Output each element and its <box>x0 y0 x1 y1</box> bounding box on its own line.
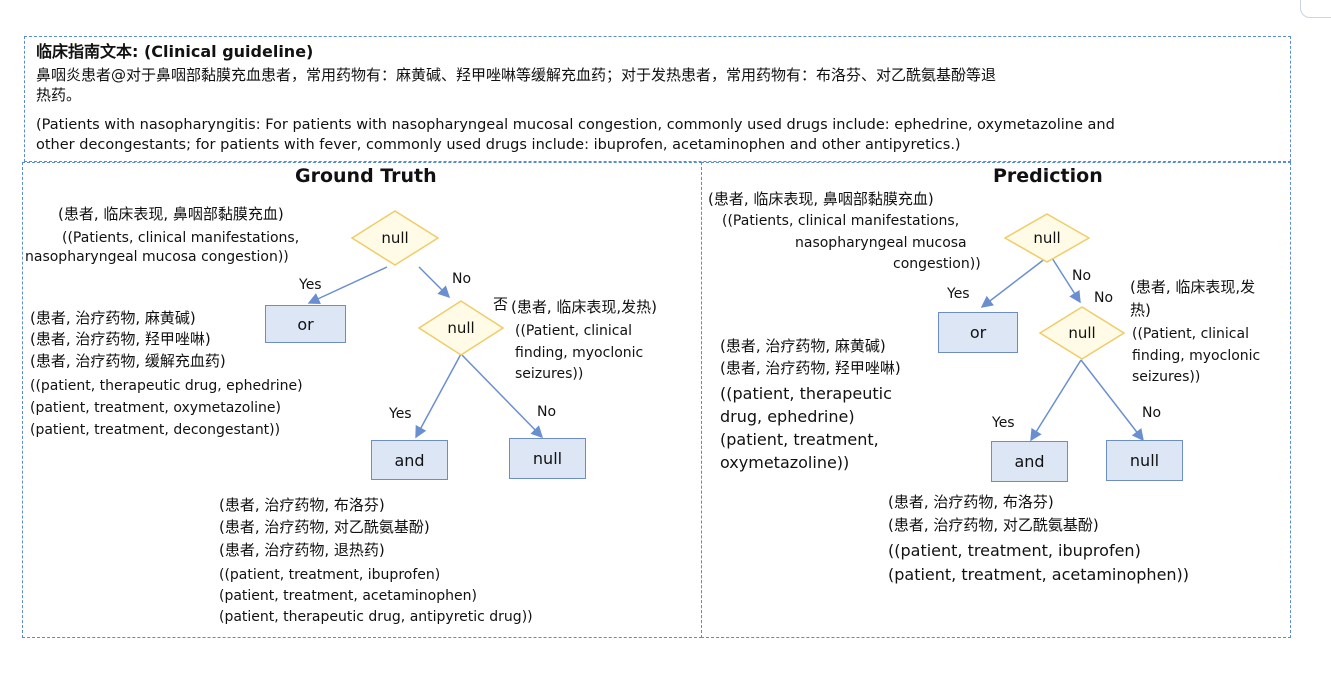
pr-or-box: or <box>938 312 1018 353</box>
gt-no2-label: No <box>537 404 557 420</box>
gt-root-node-label: null <box>381 229 409 247</box>
gt-or-label: or <box>297 314 314 334</box>
gt-root-en1: ((Patients, clinical manifestations, <box>62 230 300 246</box>
pr-yes1-label: Yes <box>947 286 970 302</box>
pr-or-zh2: (患者, 治疗药物, 羟甲唑啉) <box>720 359 901 377</box>
pr-null2-zh1: (患者, 临床表现,发 <box>1130 278 1256 296</box>
pr-and-en2: (patient, treatment, acetaminophen)) <box>888 565 1190 584</box>
pr-or-en3: (patient, treatment, <box>720 430 879 449</box>
gt-or-en1: ((patient, therapeutic drug, ephedrine) <box>30 378 303 394</box>
pr-and-zh2: (患者, 治疗药物, 对乙酰氨基酚) <box>888 516 1099 534</box>
pr-null2-zh2: 热) <box>1130 301 1151 319</box>
pr-and-zh1: (患者, 治疗药物, 布洛芬) <box>888 493 1054 511</box>
corner-icon[interactable] <box>1300 0 1331 18</box>
gt-or-zh2: (患者, 治疗药物, 羟甲唑啉) <box>30 330 211 348</box>
gt-null3-box: null <box>509 438 586 479</box>
gt-and-label: and <box>394 450 425 470</box>
gt-yes1-label: Yes <box>299 277 322 293</box>
pr-yes2-arrow <box>1030 359 1082 442</box>
gt-null2-node-label: null <box>447 319 475 337</box>
guideline-zh-line2: 热药。 <box>36 86 82 104</box>
pr-null3-box: null <box>1106 440 1183 481</box>
prediction-panel <box>701 162 1291 638</box>
gt-null2-diamond: null <box>418 300 504 356</box>
pr-null2-diamond: null <box>1039 306 1125 360</box>
gt-root-en2: nasopharyngeal mucosa congestion)) <box>25 249 289 265</box>
pr-or-label: or <box>969 323 987 342</box>
pr-or-en4: oxymetazoline)) <box>720 453 850 472</box>
pr-no1a-label: No <box>1072 268 1092 284</box>
gt-yes2-arrow <box>415 353 462 439</box>
pr-null3-label: null <box>1129 451 1160 470</box>
gt-and-box: and <box>371 440 448 480</box>
gt-null2-zh: (患者, 临床表现,发热) <box>511 298 658 316</box>
pr-and-box: and <box>991 441 1068 482</box>
gt-and-en3: (patient, therapeutic drug, antipyretic … <box>219 609 533 625</box>
pr-no2-arrow <box>1080 359 1144 442</box>
gt-and-en1: ((patient, treatment, ibuprofen) <box>219 567 441 583</box>
gt-no2-arrow <box>460 353 544 439</box>
pr-root-zh: (患者, 临床表现, 鼻咽部黏膜充血) <box>708 190 934 208</box>
pr-root-node-label: null <box>1033 229 1061 247</box>
pr-and-label: and <box>1014 452 1045 471</box>
pr-no2-label: No <box>1142 405 1162 421</box>
gt-root-zh: (患者, 临床表现, 鼻咽部黏膜充血) <box>58 205 284 223</box>
pr-yes2-label: Yes <box>992 415 1015 431</box>
gt-no1-arrow <box>418 266 451 299</box>
guideline-zh-line1: 鼻咽炎患者@对于鼻咽部黏膜充血患者，常用药物有：麻黄碱、羟甲唑啉等缓解充血药；对… <box>36 66 997 84</box>
gt-null2-en3: seizures)) <box>515 366 584 382</box>
gt-root-diamond: null <box>351 210 439 266</box>
pr-no1-arrow <box>1051 257 1081 304</box>
pr-or-en1: ((patient, therapeutic <box>720 384 892 403</box>
prediction-title: Prediction <box>993 165 1103 187</box>
gt-yes1-arrow <box>307 266 388 305</box>
gt-yes2-label: Yes <box>389 406 412 422</box>
gt-or-en2: (patient, treatment, oxymetazoline) <box>30 400 281 416</box>
gt-and-zh1: (患者, 治疗药物, 布洛芬) <box>219 496 385 514</box>
gt-and-zh3: (患者, 治疗药物, 退热药) <box>219 541 385 559</box>
gt-fou-label: 否 <box>493 295 509 313</box>
ground-truth-title: Ground Truth <box>295 165 437 187</box>
gt-null2-en2: finding, myoclonic <box>515 345 644 361</box>
pr-root-en1: ((Patients, clinical manifestations, <box>722 213 960 229</box>
guideline-title: 临床指南文本: (Clinical guideline) <box>36 42 314 61</box>
gt-or-en3: (patient, treatment, decongestant)) <box>30 422 281 438</box>
gt-or-zh1: (患者, 治疗药物, 麻黄碱) <box>30 309 196 327</box>
pr-null2-node-label: null <box>1068 324 1096 342</box>
gt-no1-label: No <box>452 271 472 287</box>
pr-null2-en2: finding, myoclonic <box>1132 348 1261 364</box>
pr-root-en2: nasopharyngeal mucosa <box>795 235 967 251</box>
guideline-box <box>24 36 1291 162</box>
pr-or-en2: drug, ephedrine) <box>720 407 855 426</box>
pr-root-en3: congestion)) <box>893 256 981 272</box>
guideline-en-line1: (Patients with nasopharyngitis: For pati… <box>36 117 1115 133</box>
pr-and-en1: ((patient, treatment, ibuprofen) <box>888 541 1141 560</box>
guideline-en-line2: other decongestants; for patients with f… <box>36 137 961 153</box>
gt-null3-label: null <box>532 449 563 468</box>
gt-or-box: or <box>265 305 346 343</box>
pr-null2-en1: ((Patient, clinical <box>1132 326 1249 342</box>
gt-and-zh2: (患者, 治疗药物, 对乙酰氨基酚) <box>219 518 430 536</box>
pr-no1b-label: No <box>1094 290 1114 306</box>
gt-null2-en1: ((Patient, clinical <box>515 323 632 339</box>
gt-and-en2: (patient, treatment, acetaminophen) <box>219 588 477 604</box>
pr-or-zh1: (患者, 治疗药物, 麻黄碱) <box>720 337 886 355</box>
pr-null2-en3: seizures)) <box>1132 369 1201 385</box>
pr-root-diamond: null <box>1004 213 1090 263</box>
gt-or-zh3: (患者, 治疗药物, 缓解充血药) <box>30 352 226 370</box>
pr-yes1-arrow <box>980 257 1047 308</box>
